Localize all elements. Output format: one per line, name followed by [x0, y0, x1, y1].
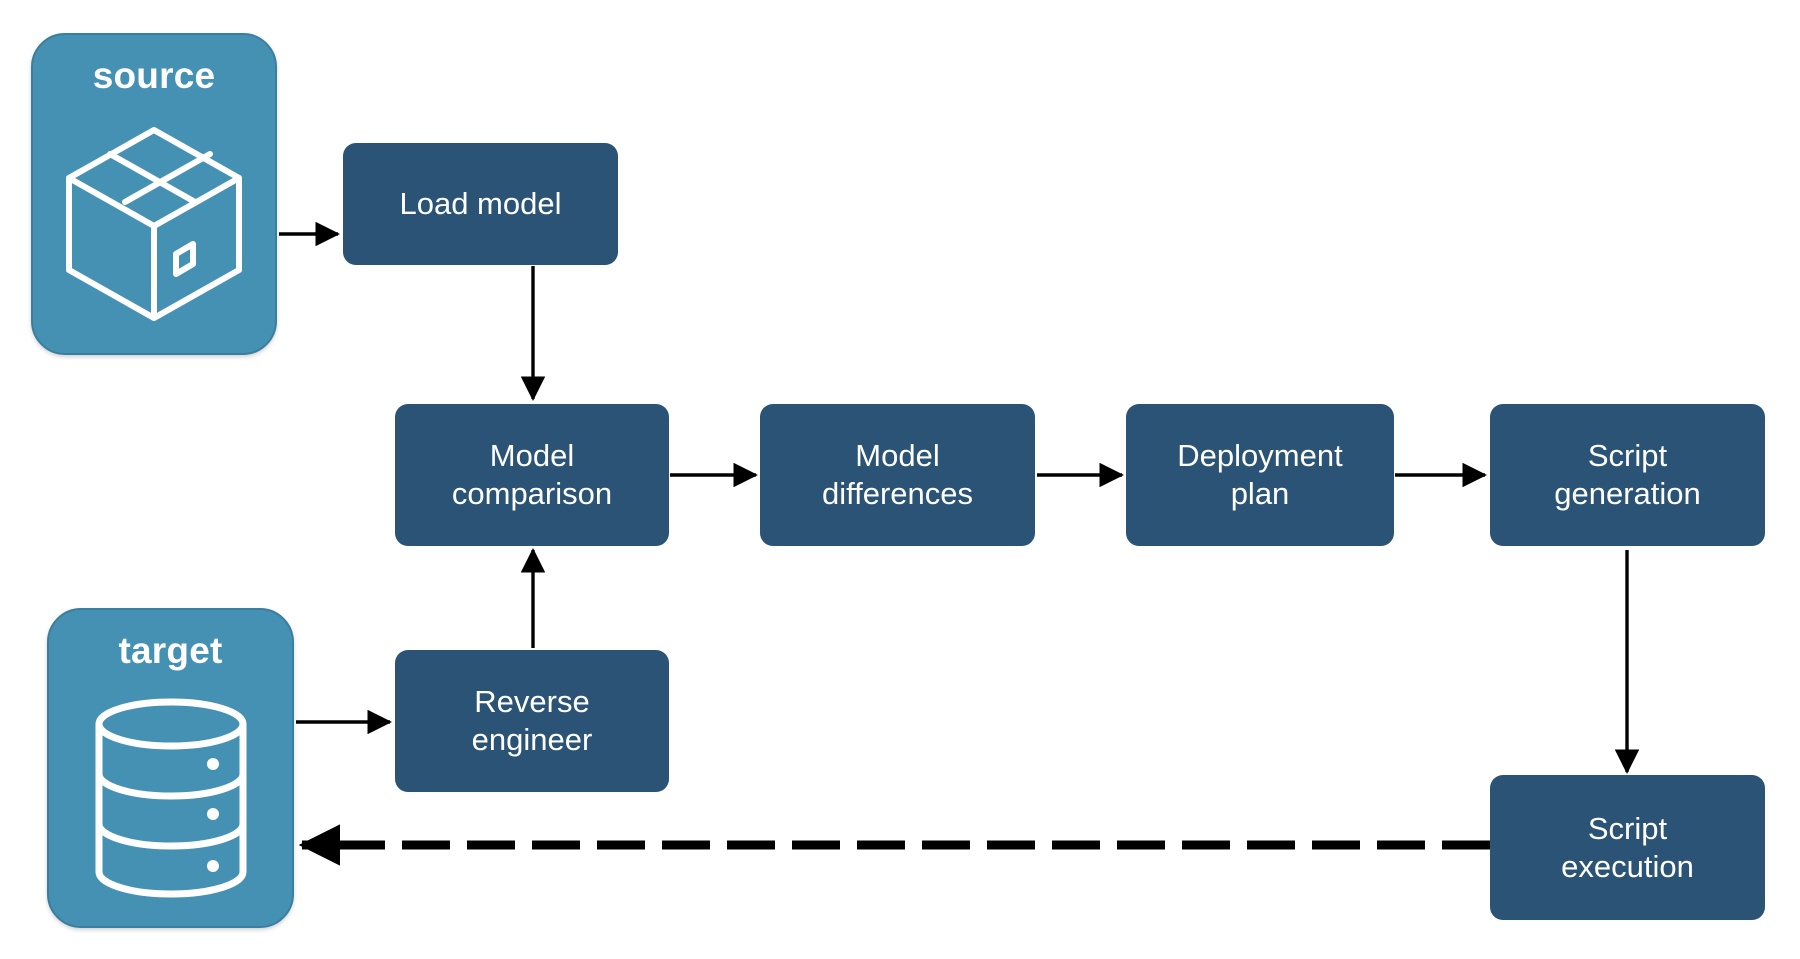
node-load-model[interactable]: Load model [343, 143, 618, 265]
endpoint-target-label: target [118, 630, 223, 671]
node-script-execution-label: Script execution [1561, 810, 1694, 886]
node-model-differences-label: Model differences [822, 437, 973, 513]
node-model-comparison-line1: Model [489, 438, 575, 474]
node-script-execution-line2: execution [1561, 848, 1694, 884]
node-reverse-engineer-line1: Reverse [474, 684, 590, 720]
node-model-comparison[interactable]: Model comparison [395, 404, 669, 546]
node-model-differences-line2: differences [821, 476, 974, 511]
node-model-comparison-line2: comparison [451, 476, 613, 511]
node-script-execution[interactable]: Script execution [1490, 775, 1765, 920]
endpoint-target[interactable]: target [47, 608, 294, 928]
node-script-generation-line2: generation [1554, 476, 1701, 511]
node-model-comparison-label: Model comparison [452, 437, 612, 513]
node-script-execution-line1: Script [1587, 810, 1668, 846]
node-deployment-plan-line1: Deployment [1177, 438, 1343, 474]
node-deployment-plan-line2: plan [1230, 476, 1290, 511]
node-reverse-engineer-label: Reverse engineer [472, 683, 593, 759]
node-script-generation-label: Script generation [1554, 437, 1701, 513]
endpoint-source-label: source [92, 55, 216, 96]
node-reverse-engineer-line2: engineer [471, 722, 593, 757]
node-script-generation-line1: Script [1587, 438, 1668, 474]
node-model-differences[interactable]: Model differences [760, 404, 1035, 546]
node-script-generation[interactable]: Script generation [1490, 404, 1765, 546]
node-reverse-engineer[interactable]: Reverse engineer [395, 650, 669, 792]
endpoint-source[interactable]: source [31, 33, 277, 355]
node-deployment-plan[interactable]: Deployment plan [1126, 404, 1394, 546]
node-deployment-plan-label: Deployment plan [1177, 437, 1342, 513]
node-model-differences-line1: Model [855, 438, 940, 474]
database-cylinder-icon [49, 669, 292, 926]
package-box-icon [33, 94, 275, 353]
node-load-model-label: Load model [399, 186, 562, 222]
